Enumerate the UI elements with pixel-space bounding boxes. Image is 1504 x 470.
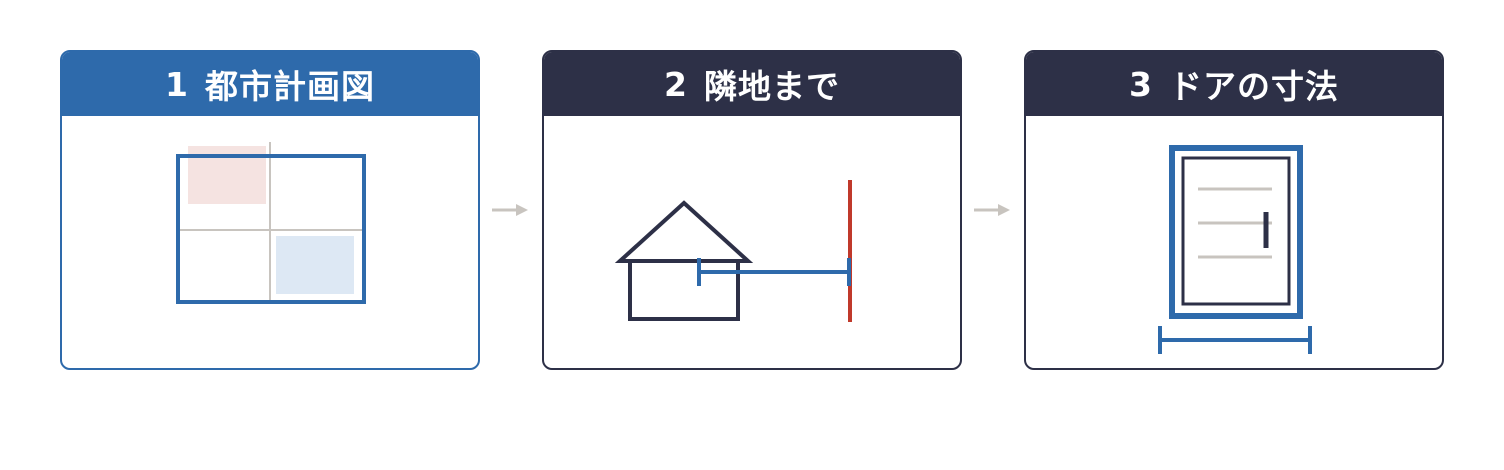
house-body <box>628 259 740 321</box>
right-arrow-icon <box>974 204 1010 216</box>
door-frame <box>1169 145 1303 319</box>
house-roof <box>614 200 754 263</box>
step-illustration <box>62 116 478 368</box>
step-header: 3 ドアの寸法 <box>1026 52 1442 116</box>
door-panel <box>1181 156 1291 306</box>
step-number: 2 <box>664 64 688 104</box>
step-header: 1 都市計画図 <box>62 52 478 116</box>
house-to-boundary-icon <box>614 180 852 322</box>
step-card-door-dimensions: 3 ドアの寸法 <box>1024 50 1444 370</box>
step-header: 2 隣地まで <box>544 52 960 116</box>
city-plan-map-icon <box>176 142 366 304</box>
step-card-city-plan: 1 都市計画図 <box>60 50 480 370</box>
step-number: 1 <box>165 64 189 104</box>
step-illustration <box>544 116 960 368</box>
door-width-icon <box>1158 145 1312 354</box>
step-card-distance-to-neighbor: 2 隣地まで <box>542 50 962 370</box>
zone-blue <box>276 236 354 294</box>
right-arrow-icon <box>492 204 528 216</box>
step-label: ドアの寸法 <box>1168 67 1339 106</box>
step-label: 隣地まで <box>703 67 840 106</box>
step-number: 3 <box>1129 64 1153 104</box>
map-frame <box>176 154 366 304</box>
step-label: 都市計画図 <box>204 67 375 106</box>
step-illustration <box>1026 116 1442 368</box>
